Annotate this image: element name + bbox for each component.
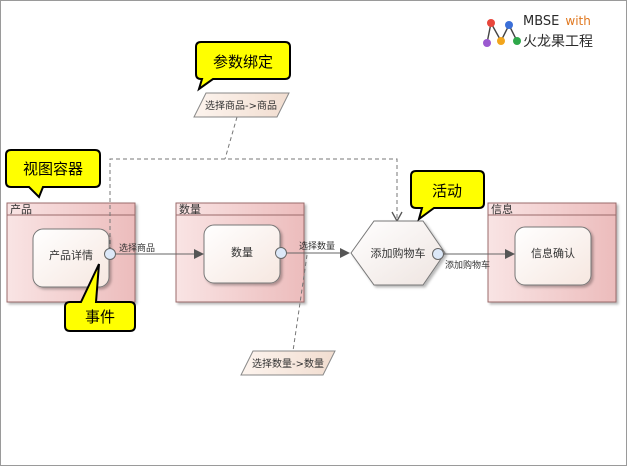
note-anchor-select-quantity — [292, 254, 308, 352]
action-info-confirm[interactable]: 信息确认 — [514, 226, 592, 286]
note-select-product-mapping[interactable]: 选择商品->商品 — [193, 92, 290, 118]
dashed-connectors — [109, 116, 398, 352]
activity-add-to-cart-label: 添加购物车 — [371, 246, 426, 260]
action-quantity-label: 数量 — [231, 246, 253, 259]
note-anchor-select-product — [224, 116, 238, 160]
flow-select-quantity[interactable]: 选择数量 — [287, 240, 350, 258]
output-pin-quantity[interactable] — [275, 247, 287, 259]
action-info-confirm-label: 信息确认 — [531, 246, 575, 260]
logo-subtitle: 火龙果工程 — [523, 34, 593, 50]
flow-select-quantity-label: 选择数量 — [299, 240, 335, 252]
callout-activity: 活动 — [410, 170, 485, 222]
binding-dependency-line — [109, 158, 398, 251]
partition-product-label: 产品 — [10, 202, 32, 216]
logo-with: with — [565, 14, 591, 28]
flow-select-product[interactable]: 选择商品 — [116, 242, 204, 259]
logo-dot-icon — [483, 39, 491, 47]
logo-mbse: MBSE — [523, 14, 560, 29]
logo-dot-icon — [505, 21, 513, 29]
activity-add-to-cart[interactable]: 添加购物车 — [350, 220, 446, 286]
callout-activity-text: 活动 — [432, 182, 462, 200]
flow-add-to-cart[interactable]: 添加购物车 — [443, 249, 515, 271]
flow-select-product-label: 选择商品 — [119, 242, 155, 254]
callout-view-container-text: 视图容器 — [23, 160, 83, 178]
logo-mark-icon — [483, 19, 521, 47]
note-select-quantity-mapping[interactable]: 选择数量->数量 — [240, 350, 336, 376]
callout-event-text: 事件 — [85, 308, 115, 326]
logo-title: MBSE with — [523, 14, 591, 29]
action-product-detail-label: 产品详情 — [49, 248, 93, 262]
event-pin-product[interactable] — [104, 248, 116, 260]
callout-view-container: 视图容器 — [5, 149, 101, 199]
action-quantity[interactable]: 数量 — [203, 224, 281, 284]
callout-event: 事件 — [64, 263, 136, 332]
flow-add-to-cart-label: 添加购物车 — [445, 259, 490, 271]
callout-param-binding-text: 参数绑定 — [213, 53, 273, 71]
partition-info-label: 信息 — [491, 202, 513, 216]
logo-dot-icon — [487, 19, 495, 27]
note-select-product-mapping-text: 选择商品->商品 — [205, 99, 277, 112]
callout-param-binding: 参数绑定 — [195, 41, 291, 92]
logo-dot-icon — [497, 37, 505, 45]
output-pin-add-to-cart[interactable] — [432, 248, 444, 260]
note-select-quantity-mapping-text: 选择数量->数量 — [252, 357, 324, 370]
logo-dot-icon — [513, 37, 521, 45]
logo — [483, 19, 521, 47]
partition-quantity-label: 数量 — [179, 203, 201, 216]
